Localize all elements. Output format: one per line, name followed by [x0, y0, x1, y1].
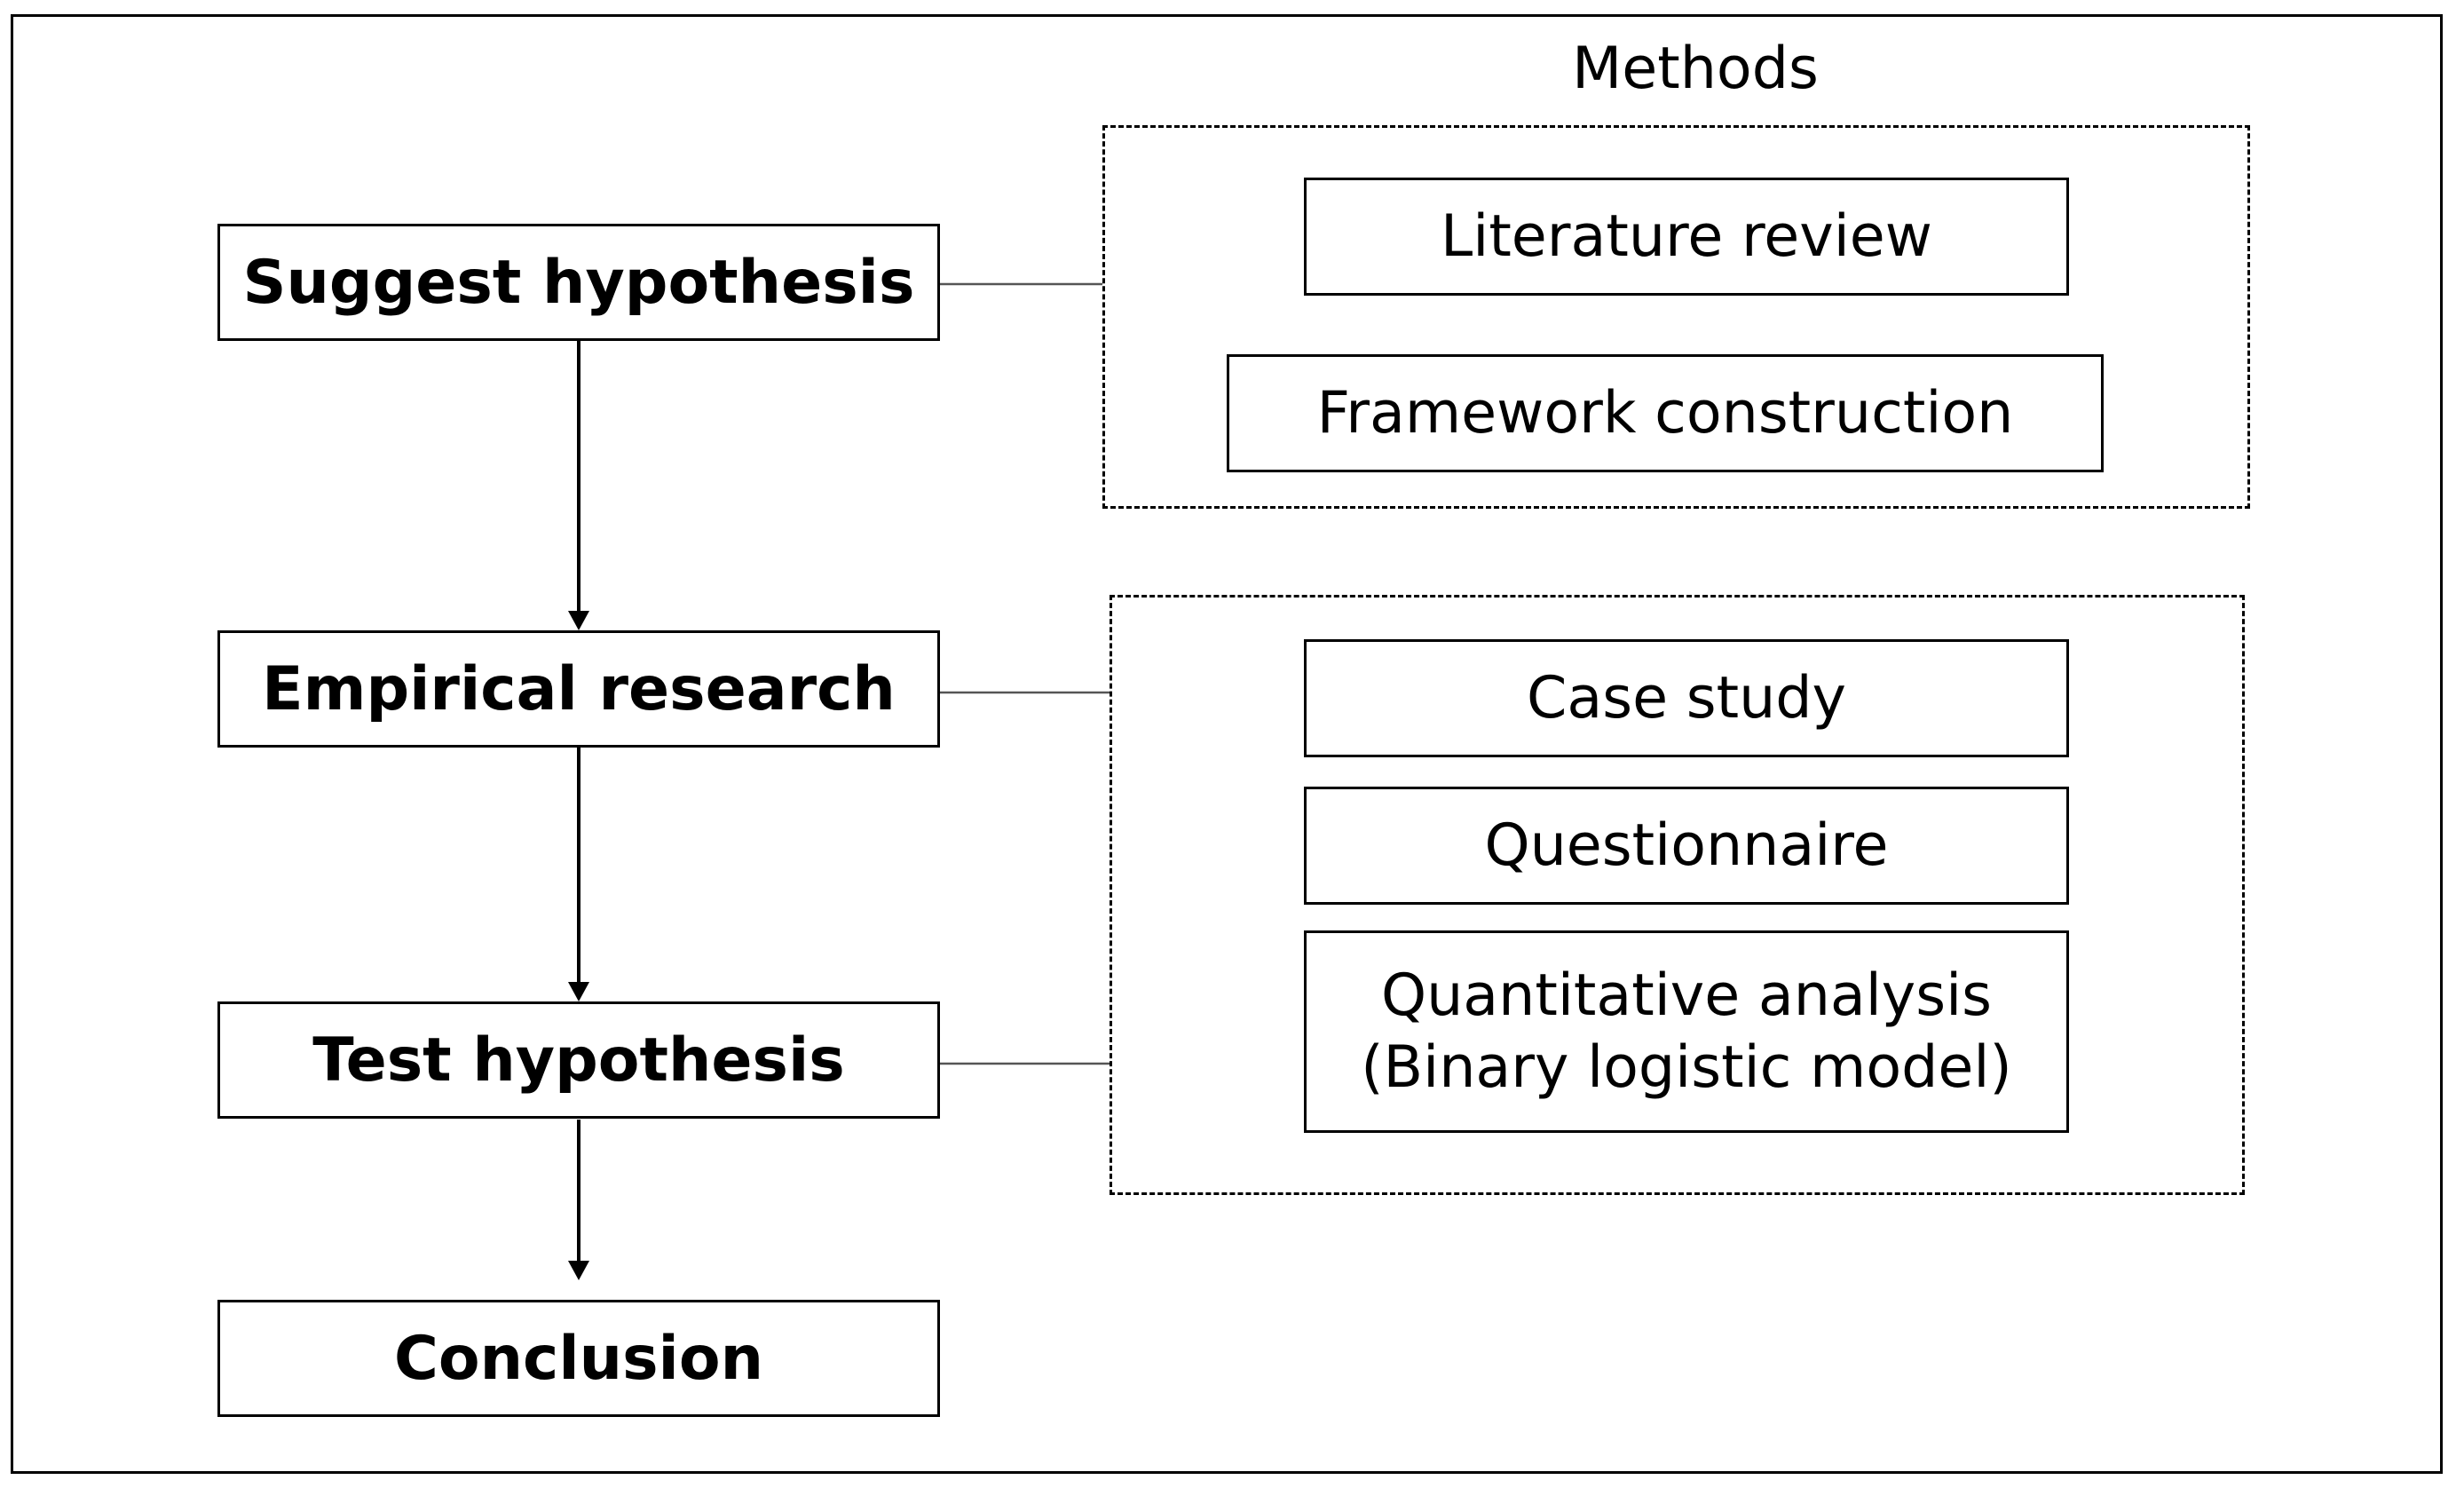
diagram-frame [11, 14, 2443, 1474]
stage-suggest-hypothesis: Suggest hypothesis [217, 224, 940, 341]
method-quantitative-analysis-line2: (Binary logistic model) [1361, 1034, 2012, 1101]
method-group-hypothesis [1102, 125, 2250, 509]
method-literature-review: Literature review [1304, 178, 2069, 296]
method-questionnaire: Questionnaire [1304, 787, 2069, 905]
method-quantitative-analysis: Quantitative analysis (Binary logistic m… [1304, 930, 2069, 1133]
stage-conclusion: Conclusion [217, 1300, 940, 1417]
arrowhead-3 [568, 1261, 589, 1280]
method-quantitative-analysis-line1: Quantitative analysis [1380, 962, 1993, 1029]
methods-title: Methods [1572, 36, 1819, 102]
method-framework-construction: Framework construction [1227, 354, 2104, 472]
arrowhead-1 [568, 611, 589, 630]
method-group-empirical [1110, 595, 2245, 1195]
arrowhead-2 [568, 982, 589, 1001]
method-case-study: Case study [1304, 639, 2069, 757]
stage-test-hypothesis: Test hypothesis [217, 1001, 940, 1119]
stage-empirical-research: Empirical research [217, 630, 940, 748]
